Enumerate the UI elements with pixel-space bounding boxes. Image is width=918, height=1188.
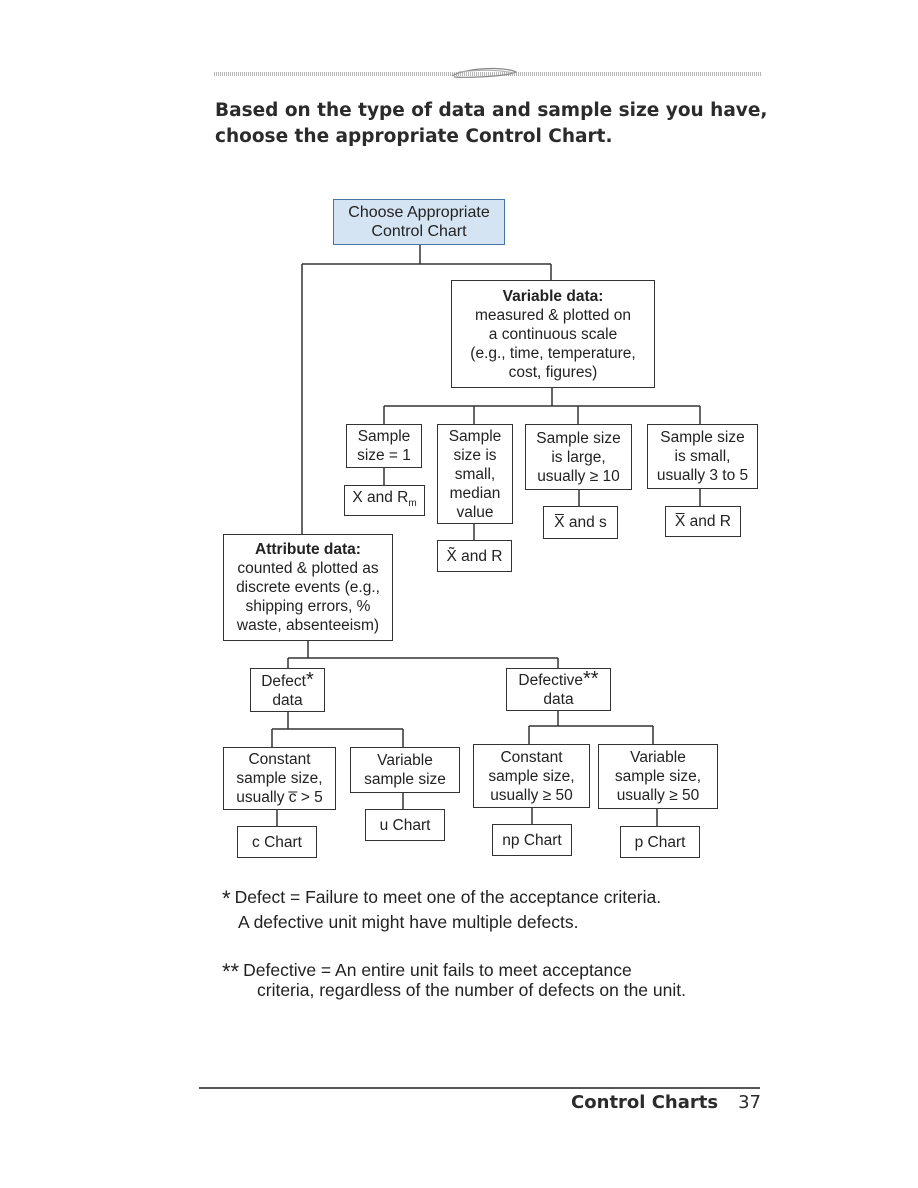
x-bar-and-r-label: X̅ and R bbox=[674, 513, 731, 530]
defect-constant-line-1: Constant bbox=[248, 751, 311, 768]
defective-constant-sample-node: Constant sample size, usually ≥ 50 bbox=[473, 744, 590, 808]
median-line-3: small, bbox=[454, 465, 496, 483]
sample-size-median-node: Sample size is small, median value bbox=[437, 424, 513, 524]
page-footer: Control Charts 37 bbox=[571, 1092, 761, 1113]
defect-variable-line-2: sample size bbox=[364, 771, 446, 788]
sample-size-small-node: Sample size is small, usually 3 to 5 bbox=[647, 424, 758, 489]
attribute-line-2: discrete events (e.g., bbox=[236, 579, 380, 596]
defective-footnote: **Defective = An entire unit fails to me… bbox=[222, 961, 686, 1000]
variable-line-1: measured & plotted on bbox=[475, 306, 631, 324]
root-node-choose-control-chart: Choose Appropriate Control Chart bbox=[333, 199, 505, 245]
intro-text: Based on the type of data and sample siz… bbox=[215, 98, 775, 150]
defective-variable-line-3: usually ≥ 50 bbox=[616, 787, 700, 804]
defect-variable-line-1: Variable bbox=[377, 752, 433, 769]
defective-constant-line-3: usually ≥ 50 bbox=[490, 786, 573, 804]
header-ornament bbox=[214, 67, 761, 78]
defect-line-2: data bbox=[272, 691, 303, 709]
defective-constant-line-1: Constant bbox=[500, 748, 563, 766]
variable-data-node: Variable data: measured & plotted on a c… bbox=[451, 280, 655, 388]
defective-variable-sample-node: Variable sample size, usually ≥ 50 bbox=[598, 744, 718, 809]
intro-line-1: Based on the type of data and sample siz… bbox=[215, 100, 768, 121]
x-bar-and-s-chart-node: X̅ and s bbox=[543, 506, 618, 539]
defect-line-1: Defect* bbox=[261, 668, 314, 691]
small-line-1: Sample size bbox=[660, 429, 745, 446]
small-line-2: is small, bbox=[674, 448, 731, 465]
large-line-1: Sample size bbox=[536, 429, 621, 447]
size1-line-2: size = 1 bbox=[357, 447, 411, 464]
defect-footnote-line-2: A defective unit might have multiple def… bbox=[238, 912, 579, 932]
defect-data-node: Defect* data bbox=[250, 668, 325, 712]
variable-line-4: cost, figures) bbox=[508, 363, 598, 381]
variable-line-2: a continuous scale bbox=[488, 325, 618, 343]
x-and-rm-chart-node: X and Rm bbox=[344, 485, 425, 516]
variable-line-3: (e.g., time, temperature, bbox=[470, 344, 636, 362]
median-line-4: median bbox=[449, 484, 501, 502]
large-line-2: is large, bbox=[551, 448, 606, 466]
x-and-rm-label: X and Rm bbox=[352, 488, 417, 510]
p-chart-label: p Chart bbox=[634, 833, 686, 851]
u-chart-label: u Chart bbox=[379, 816, 431, 834]
defect-footnote: *Defect = Failure to meet one of the acc… bbox=[222, 887, 661, 932]
median-line-2: size is bbox=[453, 446, 497, 464]
small-line-3: usually 3 to 5 bbox=[656, 467, 749, 484]
root-line-1: Choose Appropriate bbox=[348, 204, 490, 221]
defect-constant-line-3: usually c̅ > 5 bbox=[236, 789, 323, 806]
x-tilde-and-r-label: X̃ and R bbox=[446, 547, 503, 565]
defect-constant-line-2: sample size, bbox=[236, 770, 323, 787]
c-chart-label: c Chart bbox=[252, 833, 302, 851]
defective-line-2: data bbox=[543, 691, 574, 708]
defective-constant-line-2: sample size, bbox=[488, 767, 575, 785]
sample-size-one-node: Sample size = 1 bbox=[346, 424, 422, 468]
defective-variable-line-2: sample size, bbox=[614, 768, 702, 785]
median-line-1: Sample bbox=[448, 427, 502, 445]
size1-line-1: Sample bbox=[357, 428, 411, 445]
defective-footnote-line-1: **Defective = An entire unit fails to me… bbox=[222, 959, 632, 984]
footer-rule bbox=[199, 1087, 760, 1089]
x-bar-and-r-chart-node: X̅ and R bbox=[665, 506, 741, 537]
page-number: 37 bbox=[738, 1092, 761, 1113]
defect-variable-sample-node: Variable sample size bbox=[350, 747, 460, 793]
defective-footnote-line-2: criteria, regardless of the number of de… bbox=[257, 980, 686, 1000]
attribute-line-1: counted & plotted as bbox=[237, 560, 379, 577]
np-chart-label: np Chart bbox=[502, 831, 562, 849]
variable-heading: Variable data: bbox=[502, 287, 604, 305]
defect-constant-sample-node: Constant sample size, usually c̅ > 5 bbox=[223, 747, 336, 810]
np-chart-node: np Chart bbox=[492, 824, 572, 856]
intro-line-2: choose the appropriate Control Chart. bbox=[215, 126, 613, 147]
x-bar-and-s-label: X̅ and s bbox=[554, 514, 607, 531]
attribute-data-node: Attribute data: counted & plotted as dis… bbox=[223, 534, 393, 641]
defective-line-1: Defective** bbox=[518, 668, 599, 690]
root-line-2: Control Chart bbox=[371, 223, 467, 240]
u-chart-node: u Chart bbox=[365, 809, 445, 841]
x-tilde-and-r-chart-node: X̃ and R bbox=[437, 540, 512, 572]
defective-data-node: Defective** data bbox=[506, 668, 611, 711]
defective-variable-line-1: Variable bbox=[630, 749, 686, 766]
attribute-line-4: waste, absenteeism) bbox=[236, 617, 380, 634]
attribute-line-3: shipping errors, % bbox=[245, 598, 371, 615]
defect-footnote-line-1: *Defect = Failure to meet one of the acc… bbox=[222, 886, 662, 911]
footer-section-title: Control Charts bbox=[571, 1092, 719, 1113]
median-line-5: value bbox=[456, 503, 494, 521]
sample-size-large-node: Sample size is large, usually ≥ 10 bbox=[525, 424, 632, 490]
attribute-heading: Attribute data: bbox=[255, 541, 361, 558]
c-chart-node: c Chart bbox=[237, 826, 317, 858]
p-chart-node: p Chart bbox=[620, 826, 700, 858]
large-line-3: usually ≥ 10 bbox=[537, 467, 620, 485]
